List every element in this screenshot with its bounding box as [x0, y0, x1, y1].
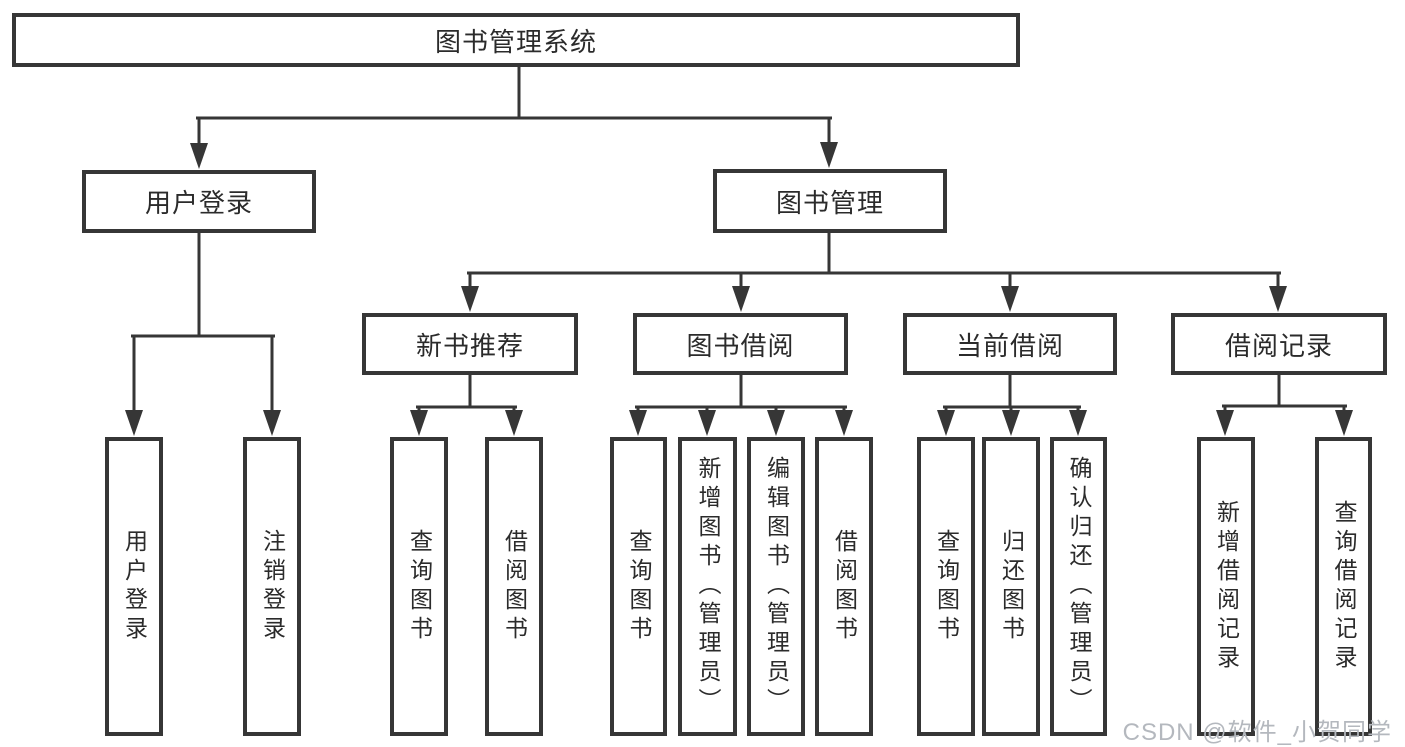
leaf-query-borrow-record-label: 查询借阅记录: [1331, 499, 1357, 674]
leaf-user-login: 用户登录: [105, 437, 163, 736]
leaf-borrow-book-1-label: 借阅图书: [501, 528, 528, 645]
connector-new-book-rec-to-leaves: [410, 373, 523, 436]
leaf-confirm-return-admin-label: 确认归还（管理员）: [1066, 456, 1092, 717]
connector-book-mgmt-to-level3: [461, 231, 1287, 312]
arrowhead-icon: [1069, 410, 1087, 436]
leaf-borrow-book-2: 借阅图书: [815, 437, 873, 736]
connector-borrow-records-to-leaves: [1216, 373, 1353, 436]
arrowhead-icon: [767, 410, 785, 436]
connector-current-borrow-to-leaves: [937, 373, 1087, 436]
node-new-book-rec-label: 新书推荐: [415, 330, 524, 361]
leaf-add-book-admin-label: 新增图书（管理员）: [695, 456, 721, 717]
node-book-borrow-label: 图书借阅: [686, 330, 795, 361]
leaf-return-book: 归还图书: [982, 437, 1040, 736]
leaf-add-book-admin: 新增图书（管理员）: [678, 437, 737, 736]
leaf-add-borrow-record: 新增借阅记录: [1197, 437, 1255, 736]
arrowhead-icon: [125, 410, 143, 436]
leaf-borrow-book-2-label: 借阅图书: [831, 528, 858, 645]
node-borrow-records-label: 借阅记录: [1224, 330, 1333, 361]
leaf-borrow-book-1: 借阅图书: [485, 437, 543, 736]
leaf-query-book-3: 查询图书: [917, 437, 975, 736]
arrowhead-icon: [629, 410, 647, 436]
leaf-confirm-return-admin: 确认归还（管理员）: [1050, 437, 1107, 736]
leaf-edit-book-admin: 编辑图书（管理员）: [747, 437, 805, 736]
arrowhead-icon: [1001, 286, 1019, 312]
arrowhead-icon: [732, 286, 750, 312]
node-book-mgmt-label: 图书管理: [775, 187, 884, 218]
arrowhead-icon: [461, 286, 479, 312]
arrowhead-icon: [835, 410, 853, 436]
arrowhead-icon: [505, 410, 523, 436]
arrowhead-icon: [698, 410, 716, 436]
leaf-query-book-2-label: 查询图书: [626, 528, 652, 645]
arrowhead-icon: [263, 410, 281, 436]
leaf-query-book-2: 查询图书: [610, 437, 667, 736]
node-current-borrow: 当前借阅: [903, 313, 1117, 375]
arrowhead-icon: [190, 143, 208, 169]
leaf-logout-label: 注销登录: [259, 528, 286, 645]
node-user-login: 用户登录: [82, 170, 316, 233]
leaf-edit-book-admin-label: 编辑图书（管理员）: [763, 456, 790, 717]
arrowhead-icon: [1002, 410, 1020, 436]
csdn-watermark: CSDN @软件_小贺同学: [1122, 719, 1392, 746]
node-borrow-records: 借阅记录: [1171, 313, 1387, 375]
leaf-user-login-label: 用户登录: [121, 528, 148, 645]
node-book-borrow: 图书借阅: [633, 313, 848, 375]
node-new-book-rec: 新书推荐: [362, 313, 578, 375]
arrowhead-icon: [937, 410, 955, 436]
arrowhead-icon: [1269, 286, 1287, 312]
connector-user-login-to-leaves: [125, 231, 281, 436]
leaf-query-book-1-label: 查询图书: [406, 528, 433, 645]
node-book-mgmt: 图书管理: [713, 169, 947, 233]
arrowhead-icon: [1335, 410, 1353, 436]
node-current-borrow-label: 当前借阅: [955, 330, 1064, 361]
leaf-return-book-label: 归还图书: [998, 528, 1025, 645]
leaf-query-book-1: 查询图书: [390, 437, 448, 736]
arrowhead-icon: [820, 142, 838, 168]
node-user-login-label: 用户登录: [144, 188, 253, 218]
node-root: 图书管理系统: [12, 13, 1020, 67]
leaf-query-borrow-record: 查询借阅记录: [1315, 437, 1372, 736]
connector-root-to-level2: [190, 65, 838, 169]
connector-book-borrow-to-leaves: [629, 373, 853, 436]
leaf-logout: 注销登录: [243, 437, 301, 736]
arrowhead-icon: [410, 410, 428, 436]
node-root-label: 图书管理系统: [434, 26, 597, 57]
leaf-add-borrow-record-label: 新增借阅记录: [1213, 499, 1240, 674]
arrowhead-icon: [1216, 410, 1234, 436]
leaf-query-book-3-label: 查询图书: [933, 528, 960, 645]
